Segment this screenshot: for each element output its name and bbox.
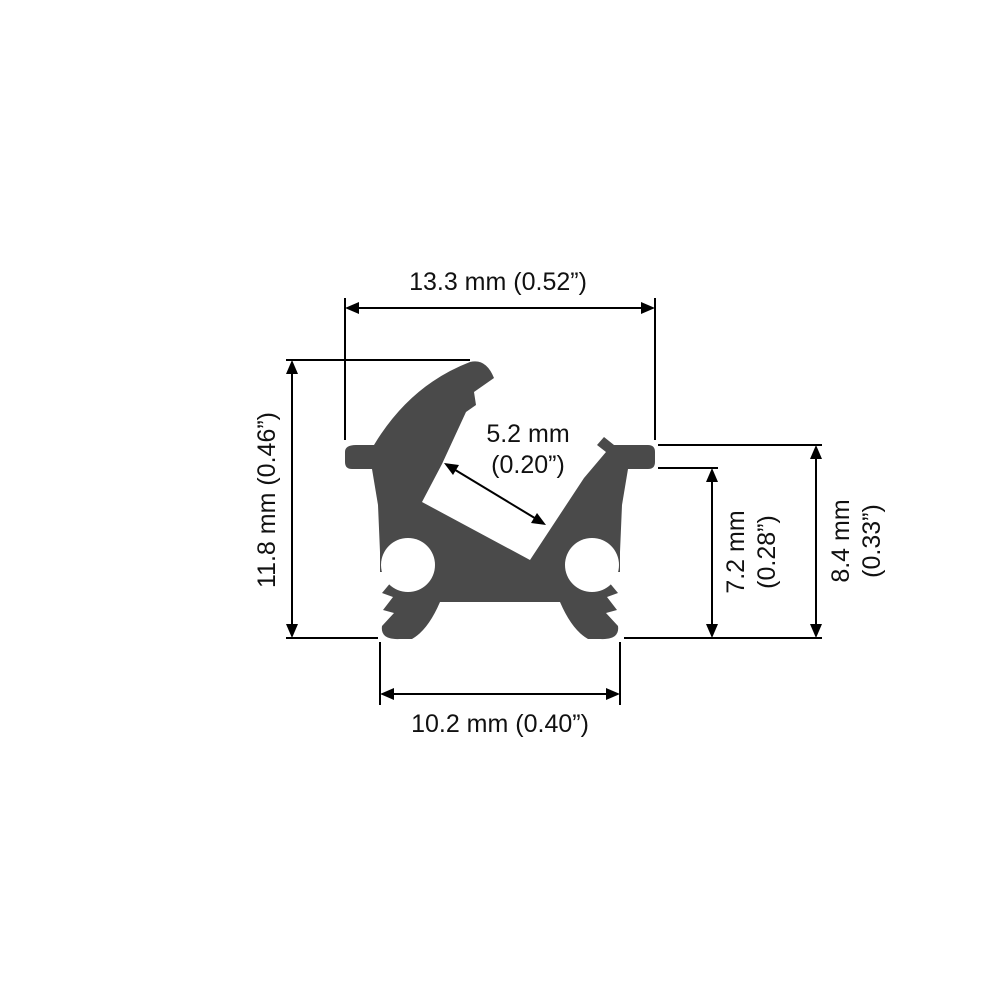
total-height-label: 11.8 mm (0.46”)	[253, 412, 281, 588]
inner-height-dimension	[624, 467, 718, 639]
total-height-dimension	[286, 359, 470, 639]
top-width-dimension	[344, 298, 656, 440]
left-hole-slot	[380, 572, 404, 584]
top-width-label: 13.3 mm (0.52”)	[409, 268, 587, 296]
channel-width-in-label: (0.20”)	[491, 451, 565, 479]
channel-width-dimension	[444, 463, 546, 525]
right-hole-slot	[596, 572, 620, 584]
inner-height-in-label: (0.28”)	[753, 515, 781, 589]
side-height-mm-label: 8.4 mm	[827, 499, 855, 582]
side-height-in-label: (0.33”)	[858, 504, 886, 578]
bottom-width-label: 10.2 mm (0.40”)	[411, 710, 589, 738]
inner-height-mm-label: 7.2 mm	[722, 510, 750, 593]
profile-shape	[345, 361, 655, 640]
side-height-dimension	[658, 444, 822, 639]
channel-width-mm-label: 5.2 mm	[486, 420, 569, 448]
bottom-width-dimension	[379, 642, 621, 705]
